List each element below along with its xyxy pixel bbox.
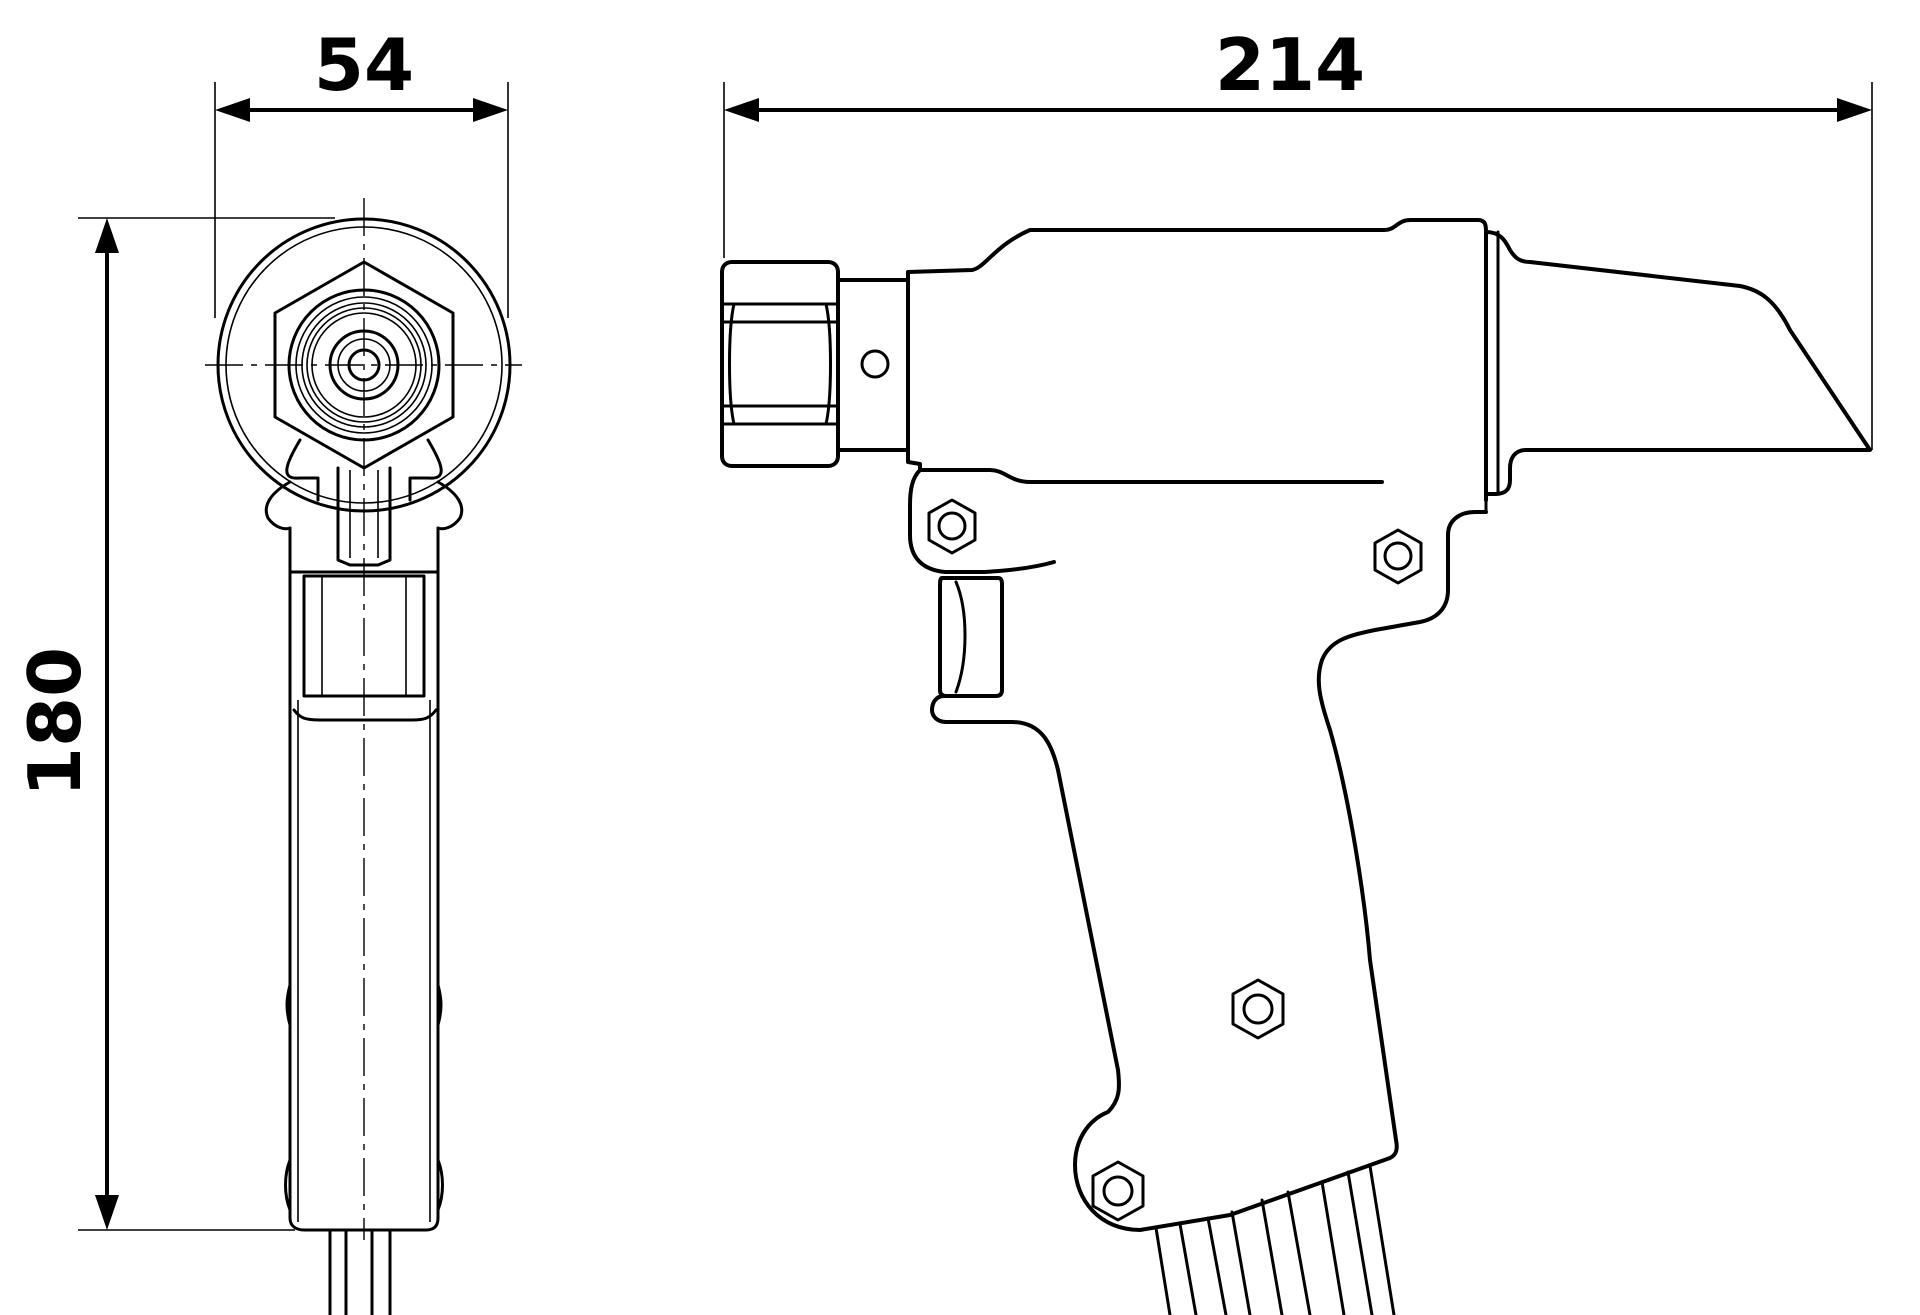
width-dimension-label: 54 — [314, 23, 414, 107]
front-nut-ring-3 — [301, 302, 427, 428]
side-trigger — [938, 576, 1004, 698]
side-screw-upper-left-ring — [937, 511, 967, 541]
width-dimension: 54 — [214, 23, 509, 318]
front-bore-inner — [347, 348, 381, 382]
width-arrow-left — [215, 98, 250, 122]
side-barrel-outline — [906, 218, 1488, 502]
length-arrow-left — [724, 98, 759, 122]
side-view — [720, 218, 1872, 1315]
side-screw-grip-middle-hex — [1231, 978, 1285, 1040]
side-barrel-lower-line — [918, 468, 1384, 484]
side-grip-front — [930, 510, 1488, 1232]
side-screw-grip-bottom-ring — [1102, 1175, 1134, 1207]
front-trigger-lower-band — [292, 708, 438, 722]
side-cable-2 — [1178, 1222, 1198, 1315]
side-collar-hole — [860, 349, 890, 379]
front-bore-outer — [328, 329, 400, 401]
height-dimension-label: 180 — [13, 647, 97, 797]
front-hex-nut — [273, 260, 455, 470]
side-screw-grip-bottom-hex — [1091, 1160, 1145, 1222]
front-view — [205, 198, 522, 1315]
front-nut-ring-5 — [311, 312, 417, 418]
front-nut-ring-2 — [295, 296, 433, 434]
front-bore-mid — [337, 338, 391, 392]
front-neck-center — [336, 466, 392, 567]
side-cable-7 — [1320, 1180, 1346, 1315]
side-cable-4 — [1230, 1210, 1252, 1315]
side-cable-3 — [1206, 1216, 1228, 1315]
side-screw-upper-left-hex — [927, 498, 977, 555]
front-handle-outline — [288, 526, 440, 1232]
height-dimension: 180 — [13, 217, 335, 1231]
width-arrow-right — [473, 98, 508, 122]
front-handle-grip-right-lower — [436, 1158, 444, 1212]
height-arrow-bottom — [95, 1195, 119, 1230]
side-trigger-guard — [908, 468, 1056, 574]
side-nut-chamfer-right — [824, 302, 832, 426]
front-trigger-inner — [321, 575, 407, 697]
front-side-wing-right — [436, 480, 464, 574]
side-screw-grip-middle-ring — [1242, 993, 1274, 1025]
front-handle-grip-left-lower — [284, 1158, 292, 1212]
front-side-wing-left — [264, 480, 292, 574]
side-cable-1 — [1154, 1226, 1172, 1315]
side-screw-upper-right-hex — [1373, 528, 1423, 585]
front-handle-grip-right-upper — [436, 983, 443, 1027]
side-trigger-curve — [954, 580, 967, 694]
side-collar — [836, 278, 910, 452]
length-dimension: 214 — [723, 23, 1873, 450]
side-nut-chamfer-left — [728, 302, 736, 426]
side-cable-9 — [1368, 1164, 1396, 1315]
height-arrow-top — [95, 218, 119, 253]
side-nose-cone — [1484, 230, 1872, 496]
length-dimension-label: 214 — [1215, 23, 1365, 107]
front-nut-ring-4 — [306, 307, 422, 423]
front-neck-lobes — [285, 438, 443, 502]
front-outer-ring-inner-edge — [225, 226, 503, 504]
front-nut-ring-1 — [287, 288, 441, 442]
front-handle-grip-left-upper — [285, 983, 292, 1027]
side-cable-5 — [1260, 1198, 1284, 1315]
length-arrow-right — [1837, 98, 1872, 122]
front-outer-ring — [216, 217, 512, 513]
side-front-nut — [720, 260, 840, 468]
side-cable-8 — [1346, 1170, 1374, 1315]
side-screw-upper-right-ring — [1383, 541, 1413, 571]
side-cable-6 — [1286, 1190, 1312, 1315]
